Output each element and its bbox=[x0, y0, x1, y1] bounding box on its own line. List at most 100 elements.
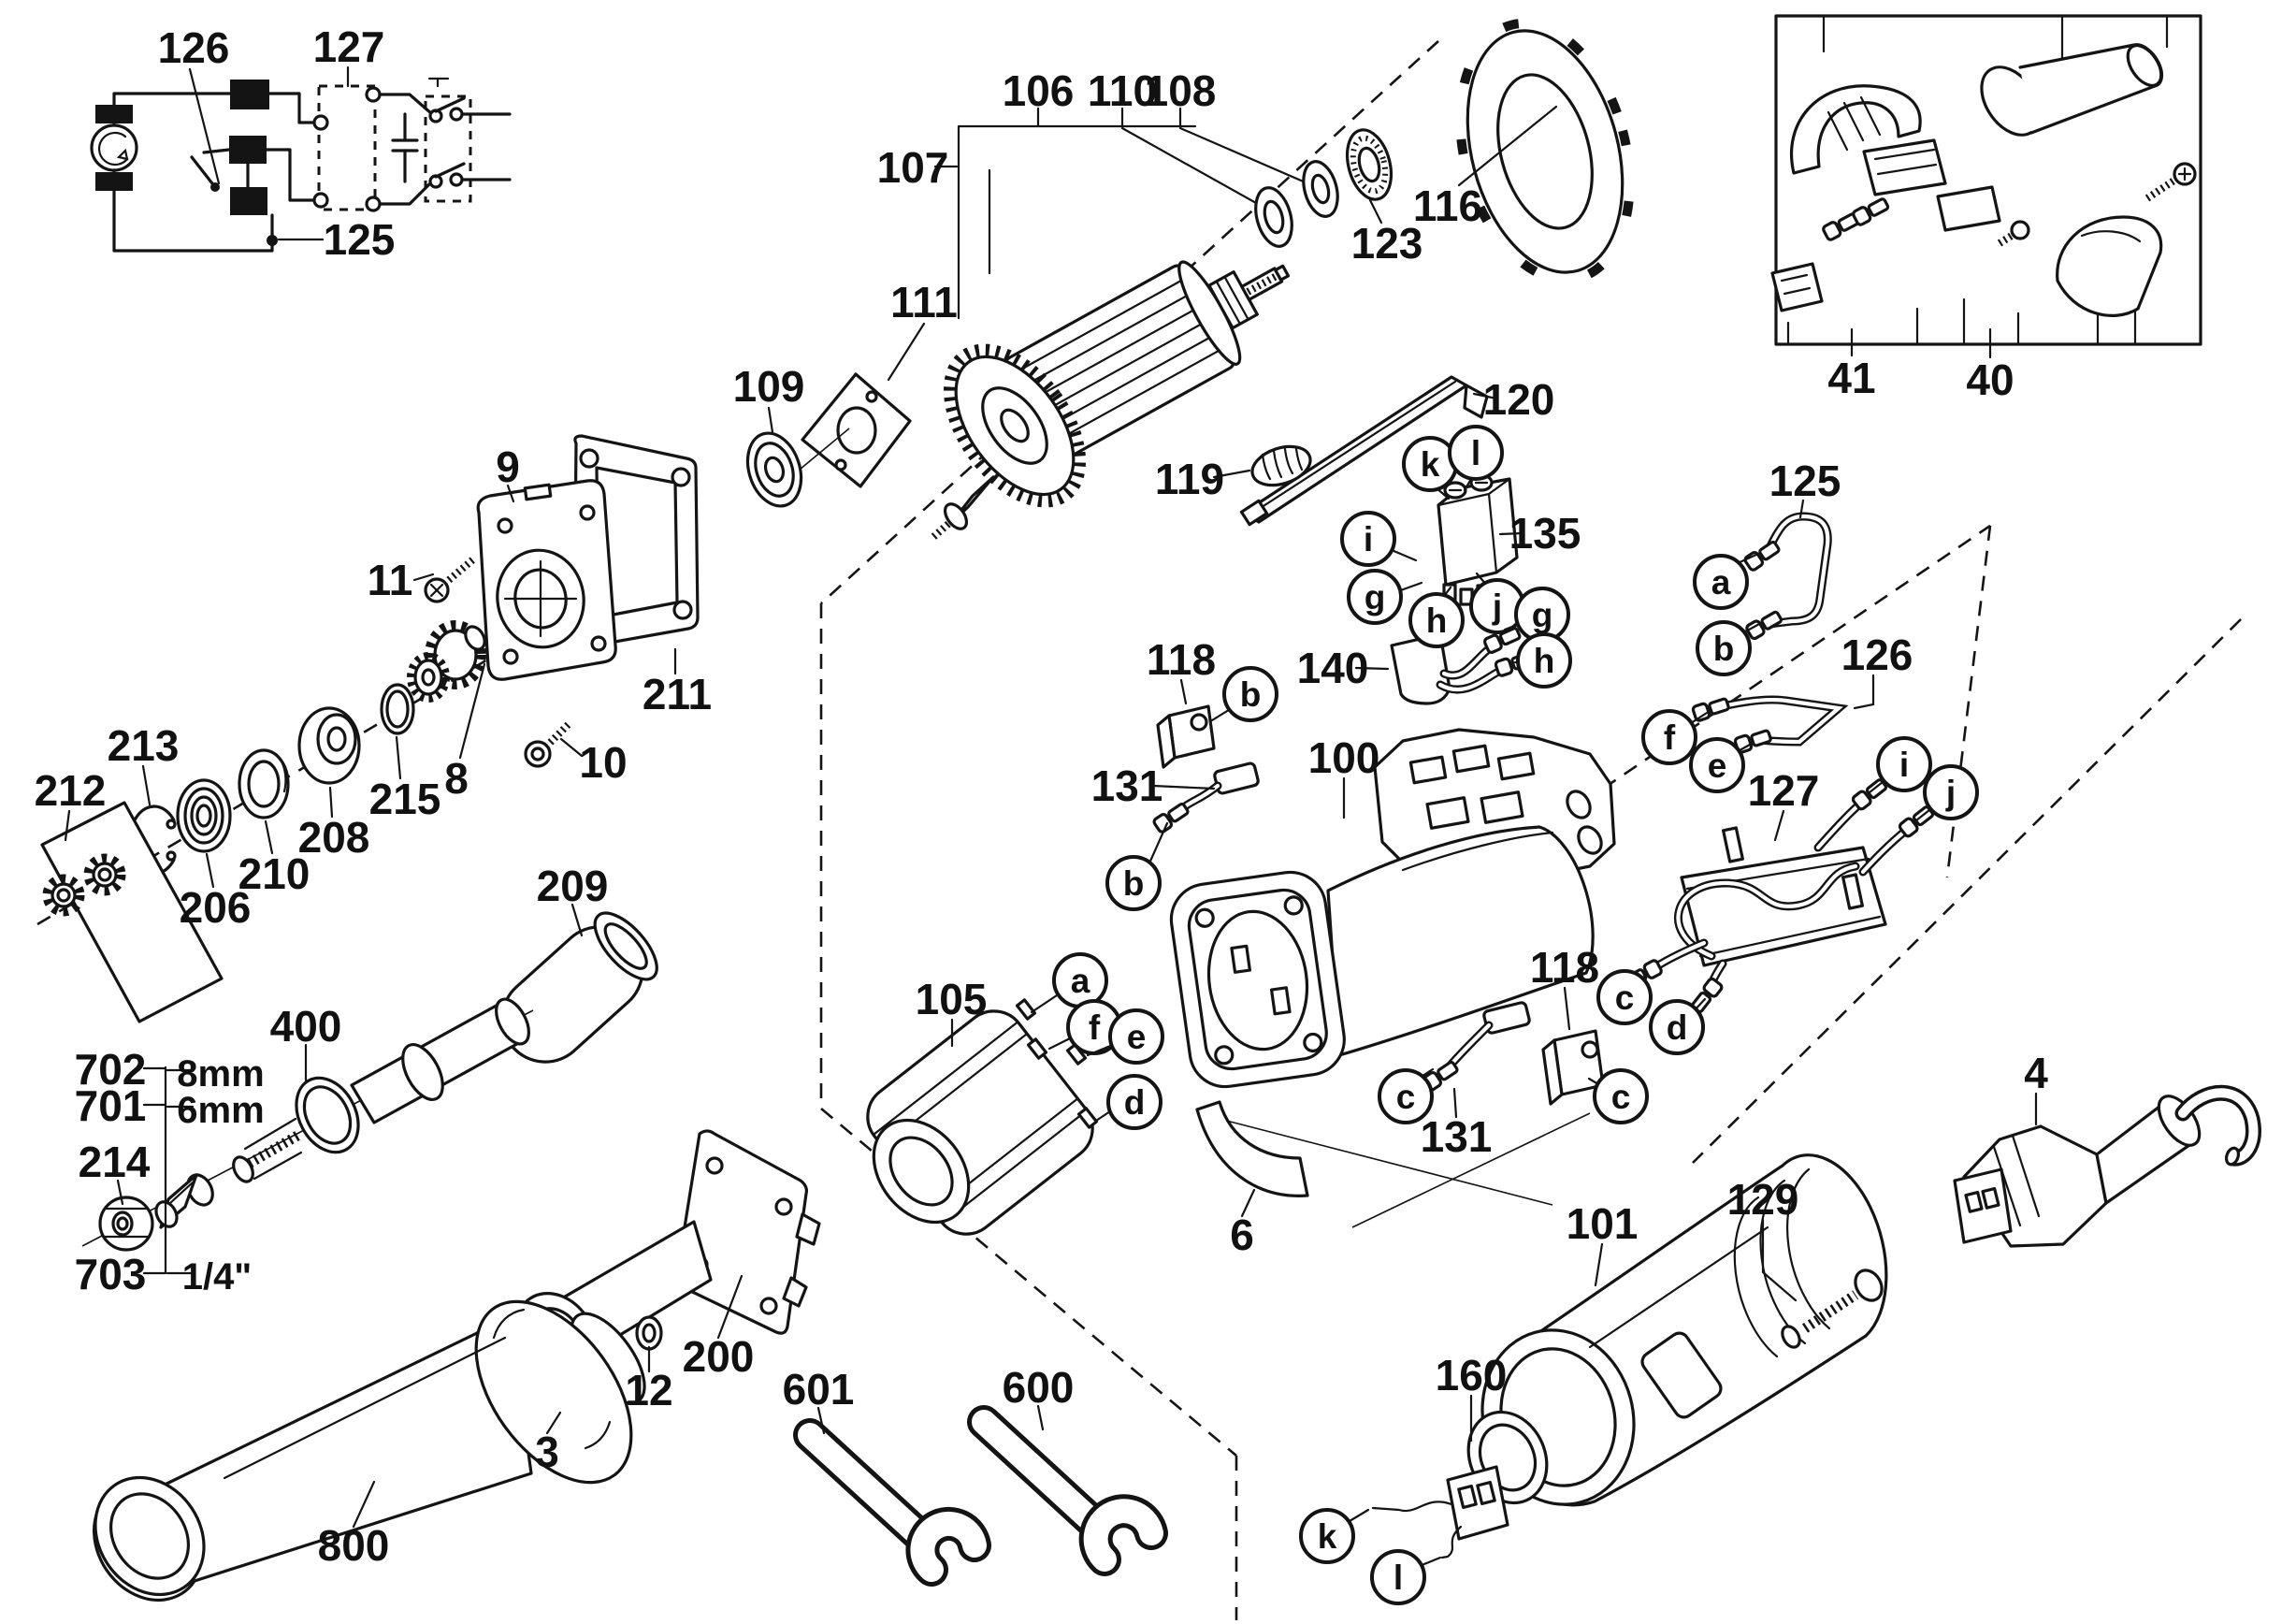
part-label-schematic-127: 127 bbox=[313, 22, 385, 71]
callout-d-wire127: d bbox=[1649, 999, 1705, 1055]
callout-letter: k bbox=[1421, 445, 1440, 484]
sleeve-209 bbox=[500, 911, 658, 1064]
callout-circle bbox=[1299, 1508, 1355, 1564]
part-label-131-lower: 131 bbox=[1421, 1112, 1493, 1161]
baffle-plate-111 bbox=[783, 372, 912, 488]
leader-line bbox=[1798, 499, 1805, 519]
part-label-215: 215 bbox=[369, 775, 441, 823]
callout-a-wire125: a bbox=[1693, 554, 1749, 610]
callout-j-wire127: j bbox=[1923, 764, 1979, 820]
callout-circle bbox=[1448, 425, 1504, 481]
leader-line bbox=[1036, 1404, 1045, 1431]
housing-barrel bbox=[1326, 825, 1595, 1057]
callout-circle bbox=[1378, 1068, 1434, 1124]
part-label-120: 120 bbox=[1483, 375, 1555, 424]
spindle-assembly-400 bbox=[81, 997, 534, 1275]
callout-letter: c bbox=[1611, 1078, 1631, 1116]
leader-line bbox=[395, 735, 402, 780]
callout-letter: l bbox=[1471, 434, 1480, 472]
screw-10 bbox=[524, 719, 573, 768]
part-label-127-wire: 127 bbox=[1748, 766, 1820, 815]
leader-line bbox=[767, 406, 774, 434]
leader-line bbox=[264, 819, 274, 855]
callout-circle bbox=[1222, 666, 1278, 722]
leader-line bbox=[188, 67, 221, 185]
leader-line bbox=[1212, 469, 1251, 479]
brush-lead-131-lower bbox=[1421, 1001, 1531, 1094]
callout-letter: a bbox=[1711, 563, 1731, 602]
leader-line bbox=[506, 484, 515, 503]
leader-line bbox=[559, 737, 584, 758]
leader-line bbox=[352, 1480, 376, 1529]
callout-l-plug: l bbox=[1370, 1549, 1426, 1605]
armature-core bbox=[1003, 260, 1291, 462]
callout-h-switch: h bbox=[1408, 592, 1465, 648]
leader-line bbox=[1368, 198, 1383, 225]
callout-letter: j bbox=[1945, 774, 1956, 812]
callout-circle bbox=[1596, 969, 1653, 1025]
callout-letter: e bbox=[1708, 747, 1727, 785]
brush-lead-131-upper bbox=[1151, 761, 1260, 835]
motor-housing-100 bbox=[1169, 728, 1616, 1197]
callout-circle bbox=[1689, 737, 1745, 793]
callout-circle bbox=[1693, 554, 1749, 610]
callout-letter: h bbox=[1426, 602, 1448, 640]
leader-line bbox=[1179, 678, 1188, 705]
callout-g-switch: g bbox=[1347, 569, 1403, 625]
callout-a-field: a bbox=[1052, 952, 1108, 1008]
part-label-208: 208 bbox=[298, 813, 370, 862]
leader-line bbox=[1594, 1242, 1604, 1287]
callout-letter: i bbox=[1364, 520, 1373, 558]
part-label-105: 105 bbox=[916, 975, 988, 1023]
flange-9 bbox=[476, 479, 617, 681]
part-label-211: 211 bbox=[643, 670, 712, 718]
cable-sleeve bbox=[1980, 43, 2164, 137]
washer-12 bbox=[635, 1315, 663, 1351]
part-label-160: 160 bbox=[1436, 1351, 1508, 1399]
callout-g-suppressor: g bbox=[1514, 587, 1570, 643]
callout-letter: h bbox=[1534, 642, 1555, 680]
wire-harness-127 bbox=[1623, 776, 1937, 1016]
collet-nut-214 bbox=[98, 1196, 154, 1252]
part-label-116: 116 bbox=[1413, 181, 1482, 230]
callout-i-wire127: i bbox=[1876, 736, 1932, 792]
callout-letter: c bbox=[1615, 979, 1635, 1017]
accessory-inset-box bbox=[1770, 14, 2202, 346]
callout-k-switch: k bbox=[1402, 436, 1458, 492]
leader-line bbox=[412, 573, 435, 582]
armature-assembly bbox=[931, 18, 1635, 541]
switch-carrier-parts bbox=[1770, 138, 2001, 312]
callout-letter: b bbox=[1240, 675, 1262, 714]
bearing-206 bbox=[176, 778, 232, 853]
part-label-600: 600 bbox=[1003, 1363, 1075, 1412]
callout-letter: a bbox=[1071, 962, 1090, 1000]
part-label-126-wire: 126 bbox=[1841, 631, 1913, 679]
callout-circle bbox=[1340, 511, 1396, 567]
part-label-703: 703 bbox=[75, 1250, 147, 1298]
callout-circle bbox=[1347, 569, 1403, 625]
ring-210 bbox=[238, 748, 290, 819]
callout-circle bbox=[1649, 999, 1705, 1055]
callout-letter: c bbox=[1396, 1078, 1416, 1116]
part-label-118-lower: 118 bbox=[1530, 943, 1599, 992]
callout-i-switch: i bbox=[1340, 511, 1396, 567]
leader-line bbox=[64, 809, 71, 842]
part-label-40: 40 bbox=[1966, 355, 2014, 404]
leader-line bbox=[716, 1274, 744, 1340]
callout-b-lead-upper: b bbox=[1105, 855, 1162, 911]
leader-line bbox=[1390, 548, 1418, 562]
part-label-701: 701 bbox=[75, 1081, 147, 1130]
connector-plug-160 bbox=[1371, 1410, 1549, 1559]
part-label-12: 12 bbox=[625, 1366, 672, 1414]
callout-b-brush-upper: b bbox=[1222, 666, 1278, 722]
part-label-schematic-126: 126 bbox=[158, 23, 230, 72]
part-label-210: 210 bbox=[238, 849, 310, 898]
leader-line bbox=[887, 322, 926, 382]
part-label-214: 214 bbox=[79, 1138, 151, 1186]
part-label-212: 212 bbox=[35, 766, 107, 815]
part-label-107: 107 bbox=[877, 143, 949, 192]
leader-line bbox=[1452, 1087, 1458, 1119]
wrench-601 bbox=[793, 1418, 991, 1587]
